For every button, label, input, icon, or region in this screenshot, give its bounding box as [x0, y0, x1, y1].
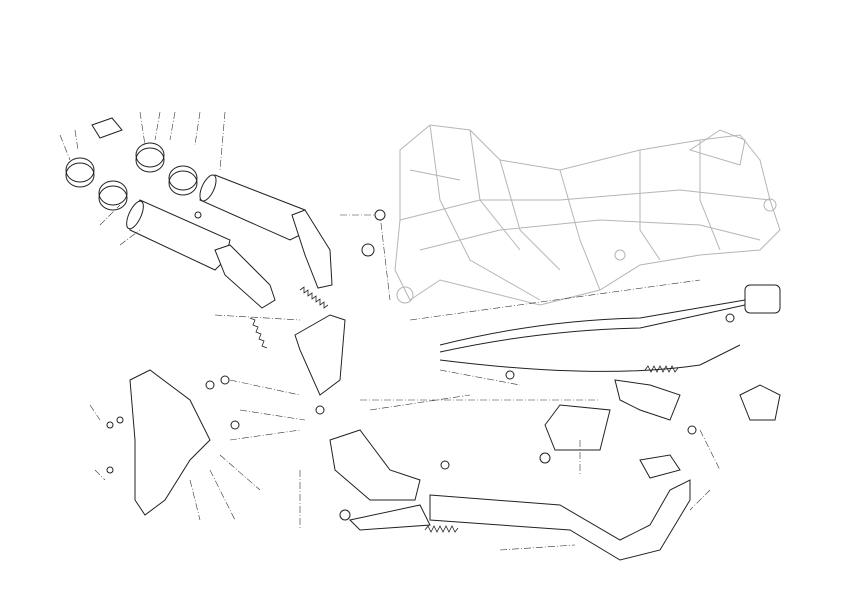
header-pipes — [294, 314, 691, 561]
muffler-right — [199, 174, 333, 289]
heat-shield — [129, 369, 211, 516]
muffler-left — [126, 199, 276, 309]
fasteners — [106, 209, 735, 521]
frame — [394, 124, 781, 306]
clamps — [65, 117, 198, 211]
actuator-cables — [439, 284, 781, 421]
